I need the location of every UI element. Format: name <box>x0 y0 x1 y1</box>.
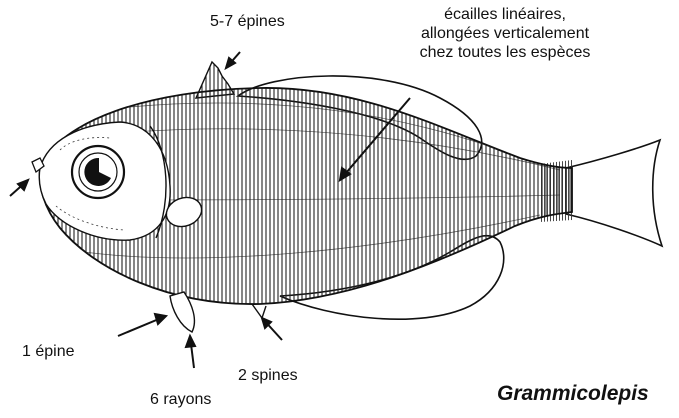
label-pelvic-rays: 6 rayons <box>150 390 211 409</box>
label-scales-line-1: écailles linéaires, <box>370 5 640 24</box>
label-pelvic-spine: 1 épine <box>22 342 75 361</box>
species-title: Grammicolepis <box>497 382 649 406</box>
label-dorsal-spines: 5-7 épines <box>210 12 285 31</box>
anal-spines-drawing <box>252 304 266 318</box>
label-scales: écailles linéaires, allongées verticalem… <box>370 5 640 62</box>
label-anal-spines: 2 spines <box>238 366 298 385</box>
label-scales-line-2: allongées verticalement <box>370 24 640 43</box>
caudal-fin <box>566 140 662 246</box>
label-scales-line-3: chez toutes les espèces <box>370 43 640 62</box>
